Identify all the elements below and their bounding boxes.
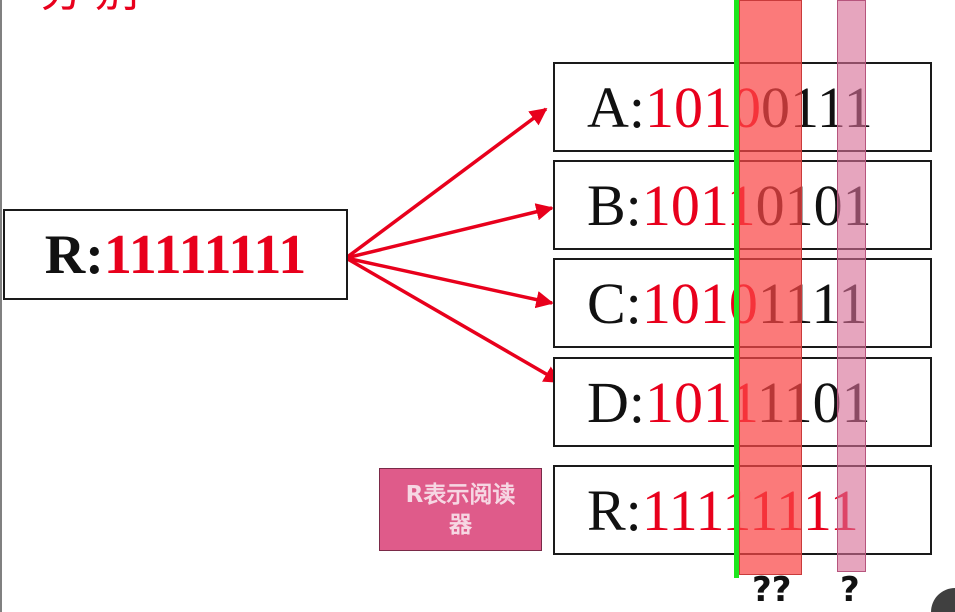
code-digit: 0: [812, 369, 842, 435]
code-digit: 0: [674, 369, 703, 435]
collision-column-single: [837, 0, 866, 572]
single-unknown-mark: ?: [840, 570, 860, 610]
code-digit: 1: [699, 270, 729, 336]
tag-a-label: A:: [587, 74, 645, 140]
code-digit: 1: [703, 74, 732, 140]
tag-c-label: C:: [587, 270, 642, 336]
code-digit: 1: [699, 172, 727, 238]
code-digit: 1: [641, 270, 671, 336]
cut-off-heading: 分 别: [40, 0, 139, 14]
arrow-to-b: [345, 203, 554, 260]
arrow-to-a: [344, 107, 548, 260]
code-digit: 1: [811, 270, 839, 336]
code-digit: 1: [703, 369, 730, 435]
code-digit: 0: [670, 270, 700, 336]
reader-bottom-label: R:: [587, 477, 642, 543]
code-digit: 0: [674, 74, 703, 140]
double-unknown-mark: ??: [752, 570, 792, 610]
reader-id-box: R:11111111: [3, 209, 348, 300]
code-digit: 1: [645, 369, 674, 435]
tag-b-label: B:: [587, 172, 642, 238]
code-digit: 1: [641, 172, 671, 238]
arrow-to-d: [345, 256, 562, 384]
code-digit: 1: [645, 74, 674, 140]
arrow-to-c: [345, 256, 554, 309]
prefix-divider-line: [734, 0, 739, 578]
reader-id-code: 11111111: [103, 223, 307, 286]
collision-column-double: [739, 0, 802, 575]
reader-legend-label: R表示阅读器: [379, 468, 542, 551]
reader-id-label: R:: [44, 223, 104, 286]
tag-d-label: D:: [587, 369, 645, 435]
slide-left-edge: [0, 0, 2, 612]
code-digit: 0: [670, 172, 700, 238]
